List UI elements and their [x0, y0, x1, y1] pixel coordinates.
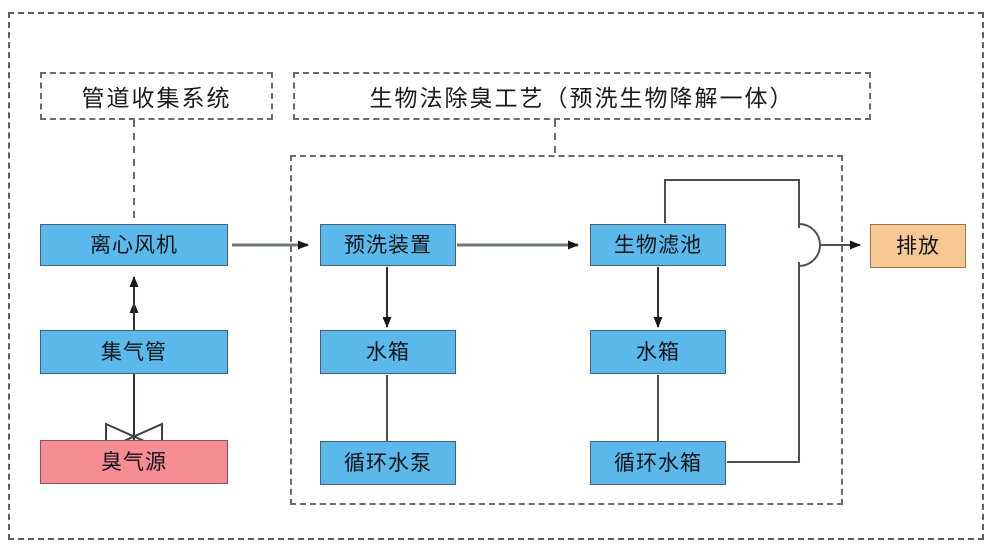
node-biological-filter[interactable]: 生物滤池 — [590, 224, 726, 266]
node-centrifugal-fan[interactable]: 离心风机 — [40, 224, 228, 266]
process-dashed-container — [290, 155, 843, 505]
node-gas-collection-pipe[interactable]: 集气管 — [40, 330, 228, 374]
node-label-odor-source: 臭气源 — [101, 449, 167, 474]
node-water-tank-2[interactable]: 水箱 — [590, 330, 726, 374]
node-label-discharge: 排放 — [896, 233, 940, 258]
node-label-gas-collection-pipe: 集气管 — [101, 339, 167, 364]
node-discharge[interactable]: 排放 — [870, 224, 966, 268]
label-box-pipe-collection-system: 管道收集系统 — [40, 72, 273, 120]
node-label-centrifugal-fan: 离心风机 — [90, 232, 178, 257]
node-circulating-pump[interactable]: 循环水泵 — [320, 441, 456, 485]
node-label-water-tank-1: 水箱 — [366, 339, 410, 364]
label-text-bio-deodorization-process: 生物法除臭工艺（预洗生物降解一体） — [369, 86, 795, 112]
node-prewash-device[interactable]: 预洗装置 — [320, 224, 456, 266]
label-text-pipe-collection-system: 管道收集系统 — [81, 86, 232, 112]
node-label-biological-filter: 生物滤池 — [614, 232, 702, 257]
node-circulating-tank[interactable]: 循环水箱 — [590, 441, 726, 485]
node-label-prewash-device: 预洗装置 — [344, 232, 432, 257]
node-label-circulating-pump: 循环水泵 — [344, 450, 432, 475]
label-box-bio-deodorization-process: 生物法除臭工艺（预洗生物降解一体） — [293, 72, 871, 120]
node-label-water-tank-2: 水箱 — [636, 339, 680, 364]
outer-dashed-frame — [8, 12, 984, 540]
node-water-tank-1[interactable]: 水箱 — [320, 330, 456, 374]
node-odor-source[interactable]: 臭气源 — [40, 440, 228, 484]
node-label-circulating-tank: 循环水箱 — [614, 450, 702, 475]
